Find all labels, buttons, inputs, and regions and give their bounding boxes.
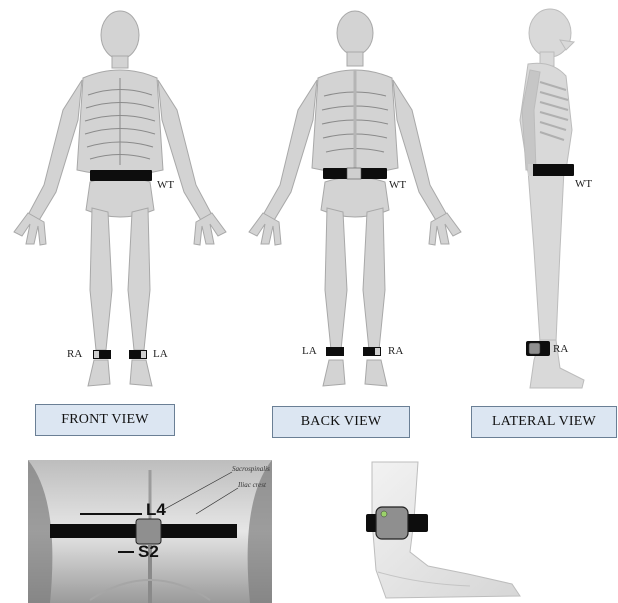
lateral-view-caption: LATERAL VIEW: [471, 406, 617, 438]
back-left-ankle-strap: [326, 347, 344, 356]
front-right-ankle-strap: [93, 350, 111, 359]
lateral-ra-label: RA: [553, 343, 568, 355]
lateral-ankle-strap: [526, 341, 550, 356]
front-la-label: LA: [153, 348, 168, 360]
front-waist-strap: [90, 170, 152, 181]
s2-marker-label: S2: [138, 542, 159, 562]
front-skeleton: [14, 11, 226, 386]
ankle-sensor: [376, 507, 408, 539]
back-wt-label: WT: [389, 179, 406, 191]
back-right-ankle-strap: [363, 347, 381, 356]
front-view-caption: FRONT VIEW: [35, 404, 175, 436]
lumbar-closeup: [28, 460, 272, 603]
sensor-led-icon: [381, 511, 387, 517]
back-view-caption: BACK VIEW: [272, 406, 410, 438]
ankle-closeup: [366, 462, 520, 598]
back-la-label: LA: [302, 345, 317, 357]
back-ra-label: RA: [388, 345, 403, 357]
back-waist-strap: [323, 168, 387, 179]
front-wt-label: WT: [157, 179, 174, 191]
lateral-waist-strap: [528, 164, 574, 176]
back-skeleton: [249, 11, 461, 386]
front-ra-label: RA: [67, 348, 82, 360]
iliac-crest-label: Iliac crest: [238, 481, 266, 489]
lateral-body: [520, 9, 584, 388]
lumbar-sensor: [136, 519, 161, 544]
front-left-ankle-strap: [129, 350, 147, 359]
lateral-wt-label: WT: [575, 178, 592, 190]
l4-marker-label: L4: [146, 500, 166, 520]
sacrospinalis-label: Sacrospinalis: [232, 465, 270, 473]
